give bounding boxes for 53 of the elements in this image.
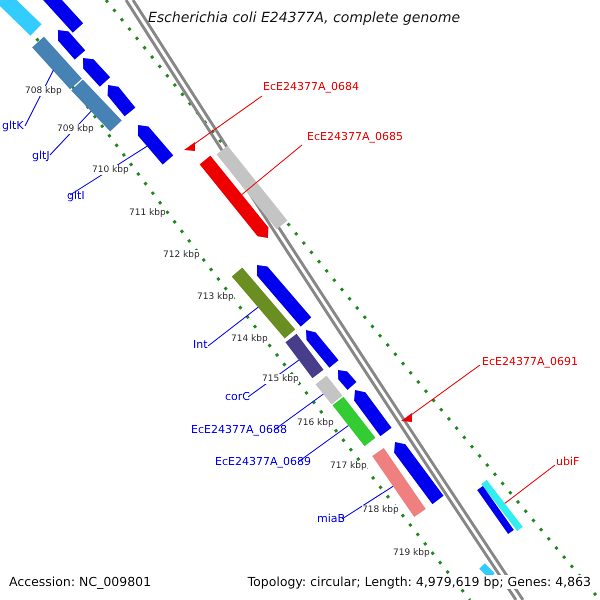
gene-bar: [58, 30, 86, 60]
gene-label: gltK: [2, 120, 24, 133]
gene-label: Int: [193, 339, 208, 352]
gene-bar: [332, 396, 376, 446]
gene-bar: [354, 390, 392, 436]
gene-label: miaB: [317, 513, 346, 526]
tick-label: 711 kbp: [129, 208, 166, 218]
leader-line: [342, 486, 394, 520]
gene-bar: [42, 0, 84, 33]
gene-label: corC: [225, 391, 250, 404]
gene-bar: [316, 376, 342, 404]
gene-label: gltI: [67, 190, 85, 203]
leader-line: [504, 464, 556, 504]
gene-label: EcE24377A_0684: [263, 81, 359, 94]
gene-bar: [481, 480, 523, 532]
gene-bar: [256, 265, 312, 327]
gene-label: EcE24377A_0691: [482, 356, 578, 369]
leader-line: [410, 364, 480, 416]
tick-label: 717 kbp: [330, 461, 367, 472]
gene-bar: [394, 442, 444, 504]
tick-label: 709 kbp: [57, 124, 94, 134]
footer-text: Topology: circular; Length: 4,979,619 bp; Genes: 4,863: [248, 575, 591, 590]
gene-label: gltJ: [32, 150, 50, 163]
gene-label: ubiF: [556, 456, 580, 469]
gene-bar: [0, 0, 42, 36]
tick-label: 708 kbp: [25, 86, 62, 96]
footer-text: Accession: NC_009801: [9, 575, 152, 590]
marker-triangle: [401, 413, 412, 422]
gene-label: EcE24377A_0688: [191, 424, 287, 437]
gene-bar: [477, 486, 514, 534]
leader-line: [208, 306, 258, 346]
leader-line: [241, 144, 302, 195]
leader-line: [274, 394, 324, 430]
leader-line: [298, 425, 349, 462]
tick-label: 719 kbp: [393, 548, 430, 558]
tick-label: 710 kbp: [92, 165, 129, 176]
gene-label: EcE24377A_0685: [307, 131, 403, 144]
gene-label: EcE24377A_0689: [215, 456, 311, 469]
leader-line: [192, 96, 262, 146]
tick-label: 714 kbp: [231, 334, 268, 344]
gene-bar: [108, 85, 136, 116]
gene-bar: [338, 370, 356, 390]
marker-triangle: [184, 142, 195, 151]
tick-label: 715 kbp: [262, 374, 299, 384]
tick-label: 716 kbp: [297, 418, 334, 428]
gene-bar: [138, 125, 174, 165]
tick-label: 718 kbp: [362, 505, 399, 516]
title: Escherichia coli E24377A, complete genome: [148, 10, 460, 26]
tick-label: 712 kbp: [163, 250, 200, 260]
gene-bar: [200, 156, 268, 238]
tick-label: 713 kbp: [197, 292, 234, 302]
gene-bar: [216, 146, 288, 230]
gene-bar: [306, 330, 339, 368]
